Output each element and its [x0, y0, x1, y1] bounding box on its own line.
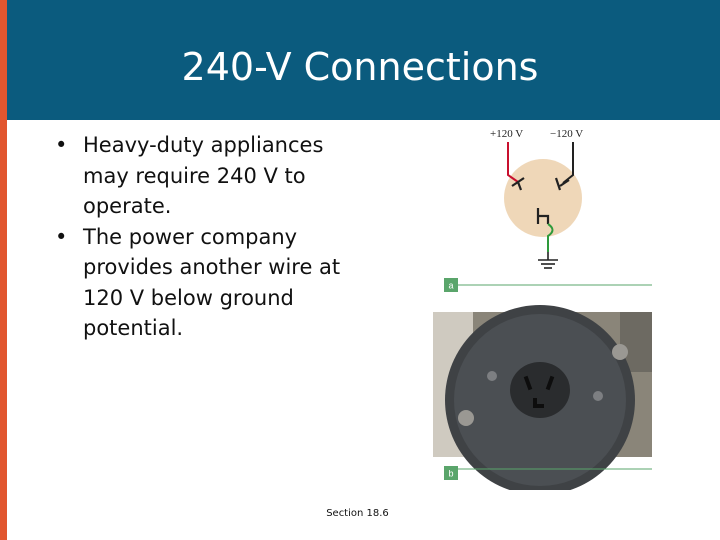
tag-a-box — [444, 278, 458, 292]
tag-b-text: b — [448, 469, 453, 479]
bullet-item: • Heavy-duty appliances may require 240 … — [55, 130, 355, 222]
label-minus-120v: −120 V — [550, 128, 583, 140]
bullet-dot: • — [55, 224, 68, 249]
title-bar — [0, 0, 720, 120]
outlet-figure-svg: +120 V −120 V a — [433, 128, 652, 495]
outlet-figure: +120 V −120 V a — [430, 120, 655, 495]
bullet-list: • Heavy-duty appliances may require 240 … — [55, 130, 355, 344]
bullet-text: The power company provides another wire … — [83, 224, 341, 341]
title-accent-stripe — [0, 0, 7, 540]
bullet-text: Heavy-duty appliances may require 240 V … — [83, 133, 324, 218]
bullet-dot: • — [55, 133, 68, 157]
ground-slot-icon — [536, 208, 550, 224]
outlet-photo — [433, 305, 652, 495]
receptacle-ground-slot — [533, 398, 544, 408]
receptacle-slot-right — [545, 375, 555, 391]
plate-screw — [487, 371, 497, 381]
negative-slot-icon — [554, 177, 570, 191]
section-footer: Section 18.6 — [326, 508, 389, 519]
ground-symbol-icon — [538, 252, 558, 269]
receptacle-slot-left — [523, 375, 533, 391]
mount-screw — [612, 344, 628, 360]
tag-a-text: a — [448, 281, 453, 291]
receptacle-face — [510, 362, 570, 418]
positive-slot-icon — [511, 177, 525, 191]
ground-wire — [547, 223, 554, 252]
mount-screw — [458, 410, 474, 426]
slide-title: 240-V Connections — [181, 45, 539, 89]
bullet-item: • The power company provides another wir… — [55, 222, 355, 344]
tag-b-box — [444, 466, 458, 480]
label-plus-120v: +120 V — [490, 128, 523, 140]
positive-wire — [507, 142, 519, 183]
outlet-schematic-circle — [504, 159, 582, 237]
negative-wire — [562, 142, 574, 184]
plate-screw — [593, 391, 603, 401]
